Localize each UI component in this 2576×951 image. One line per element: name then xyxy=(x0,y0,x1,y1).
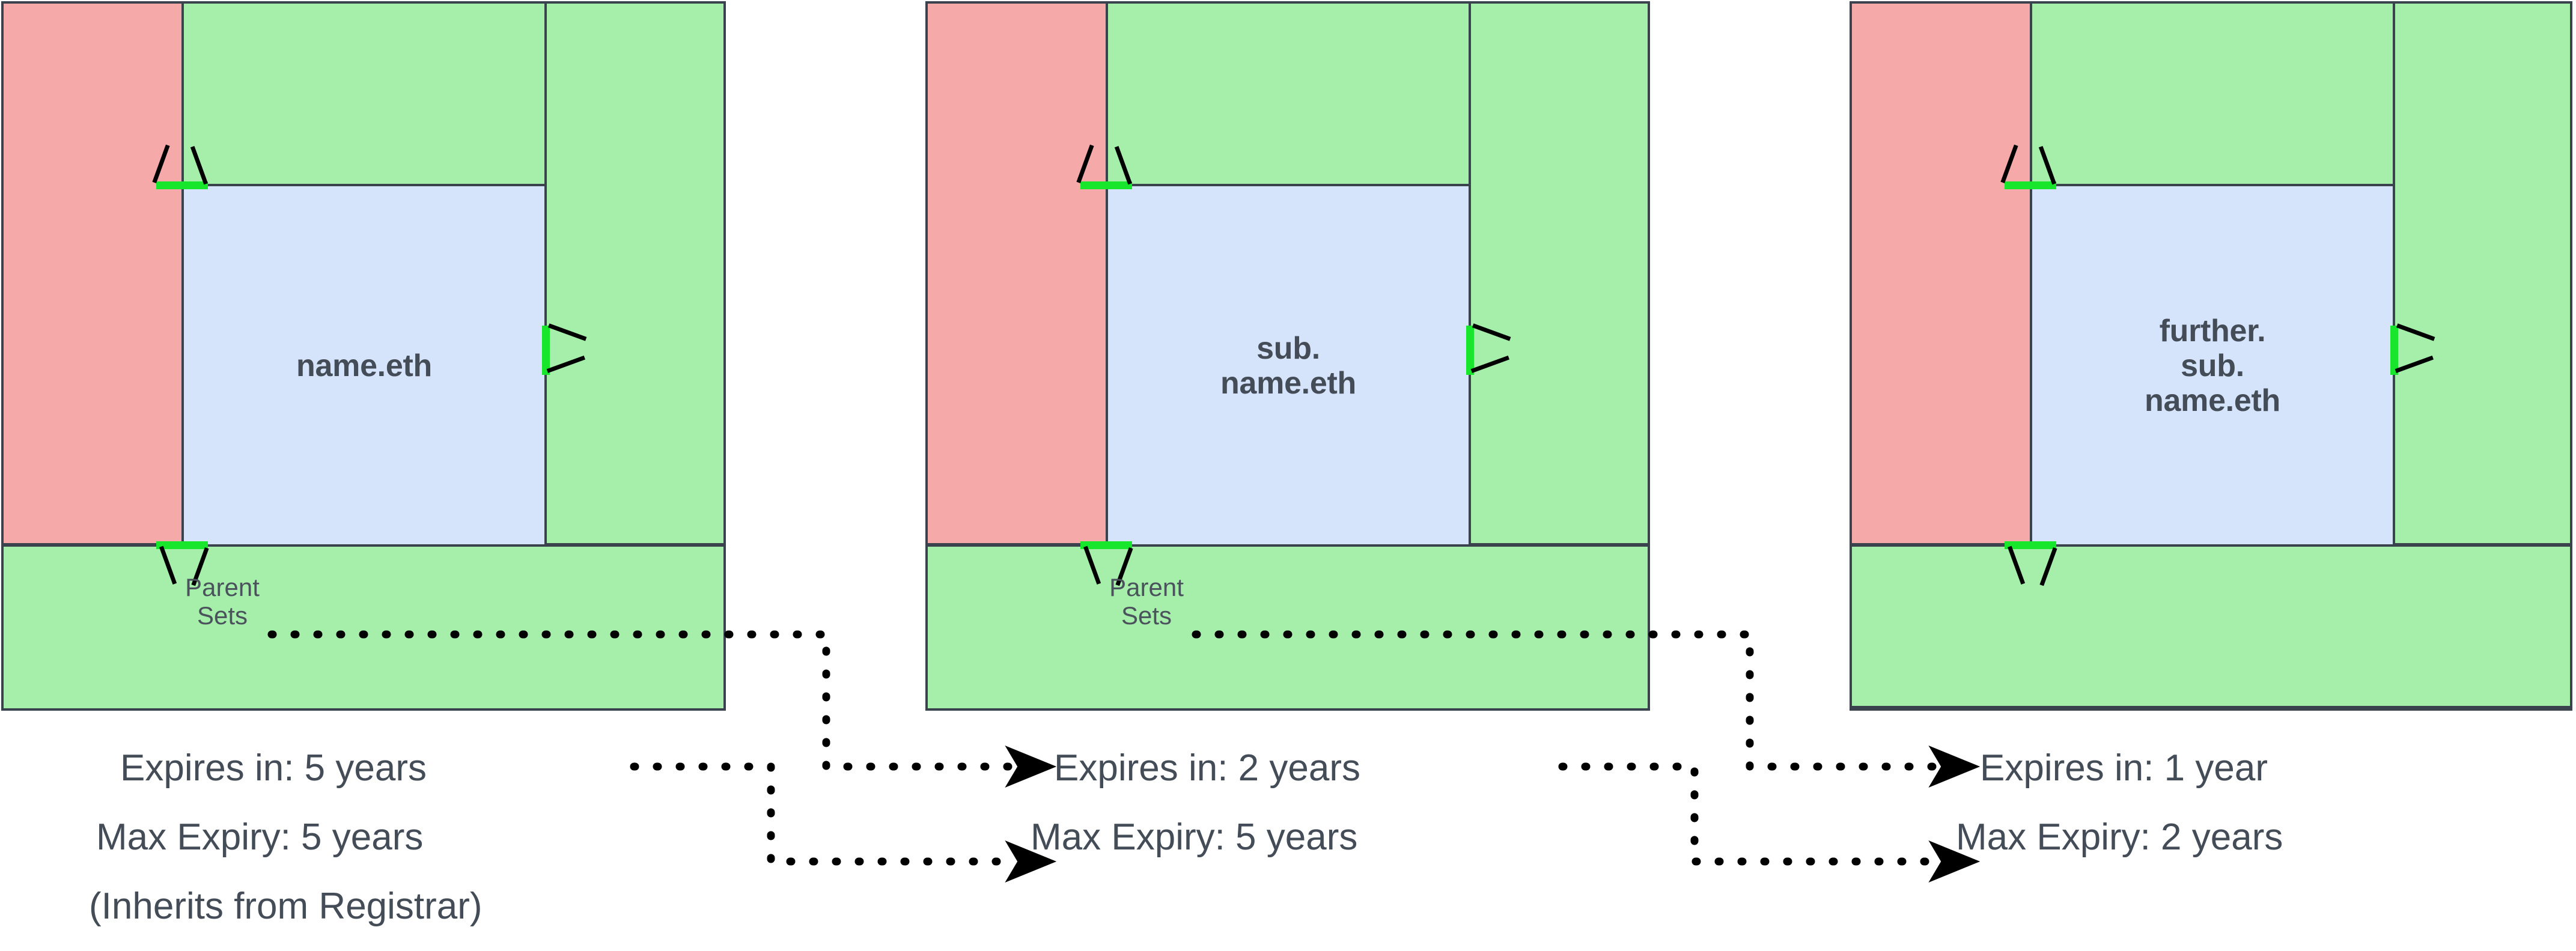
parent-top-band xyxy=(1106,1,1471,186)
inherits-note-label-1: (Inherits from Registrar) xyxy=(89,886,483,927)
fuse-bar-top-icon xyxy=(2005,181,2056,189)
fuse-bar-bottom-icon xyxy=(2005,541,2056,549)
fuse-bar-right-icon xyxy=(542,326,550,375)
fuse-bar-top-icon xyxy=(156,181,208,189)
registrar-region xyxy=(1850,1,2032,545)
name-node-box xyxy=(1106,184,1471,548)
connector-expires-to-maxexpiry-1 xyxy=(630,762,1057,883)
expires-label-2: Expires in: 2 years xyxy=(1054,747,1360,789)
parent-top-band xyxy=(2030,1,2395,186)
name-node-box xyxy=(181,184,547,548)
registrar-region xyxy=(1,1,184,545)
max-expiry-label-2: Max Expiry: 5 years xyxy=(1031,816,1358,858)
parent-right-band xyxy=(1469,1,1650,545)
connector-expires-to-maxexpiry-2 xyxy=(1558,762,1981,883)
parent-right-band xyxy=(2393,1,2572,545)
expires-label-3: Expires in: 1 year xyxy=(1980,747,2268,789)
parent-bottom-band xyxy=(1850,544,2572,708)
fuse-bar-right-icon xyxy=(1466,326,1474,375)
connector-parentsets-to-expires-1 xyxy=(267,630,1057,788)
fuse-bar-top-icon xyxy=(1080,181,1132,189)
fuse-bar-bottom-icon xyxy=(1080,541,1132,549)
panel-sub-name-eth: sub. name.eth Parent Sets xyxy=(925,1,1650,711)
parent-bottom-band xyxy=(1,544,726,711)
fuse-bar-bottom-icon xyxy=(156,541,208,549)
registrar-region xyxy=(925,1,1108,545)
connector-parentsets-to-expires-2 xyxy=(1192,630,1981,788)
fuse-bar-right-icon xyxy=(2390,326,2398,375)
expires-label-1: Expires in: 5 years xyxy=(120,747,427,789)
panel-further-sub-name-eth: further. sub. name.eth xyxy=(1850,1,2572,711)
parent-right-band xyxy=(544,1,726,545)
max-expiry-label-1: Max Expiry: 5 years xyxy=(96,816,424,858)
panel-name-eth: name.eth Parent Sets xyxy=(1,1,726,711)
max-expiry-label-3: Max Expiry: 2 years xyxy=(1956,816,2283,858)
parent-bottom-band xyxy=(925,544,1650,711)
